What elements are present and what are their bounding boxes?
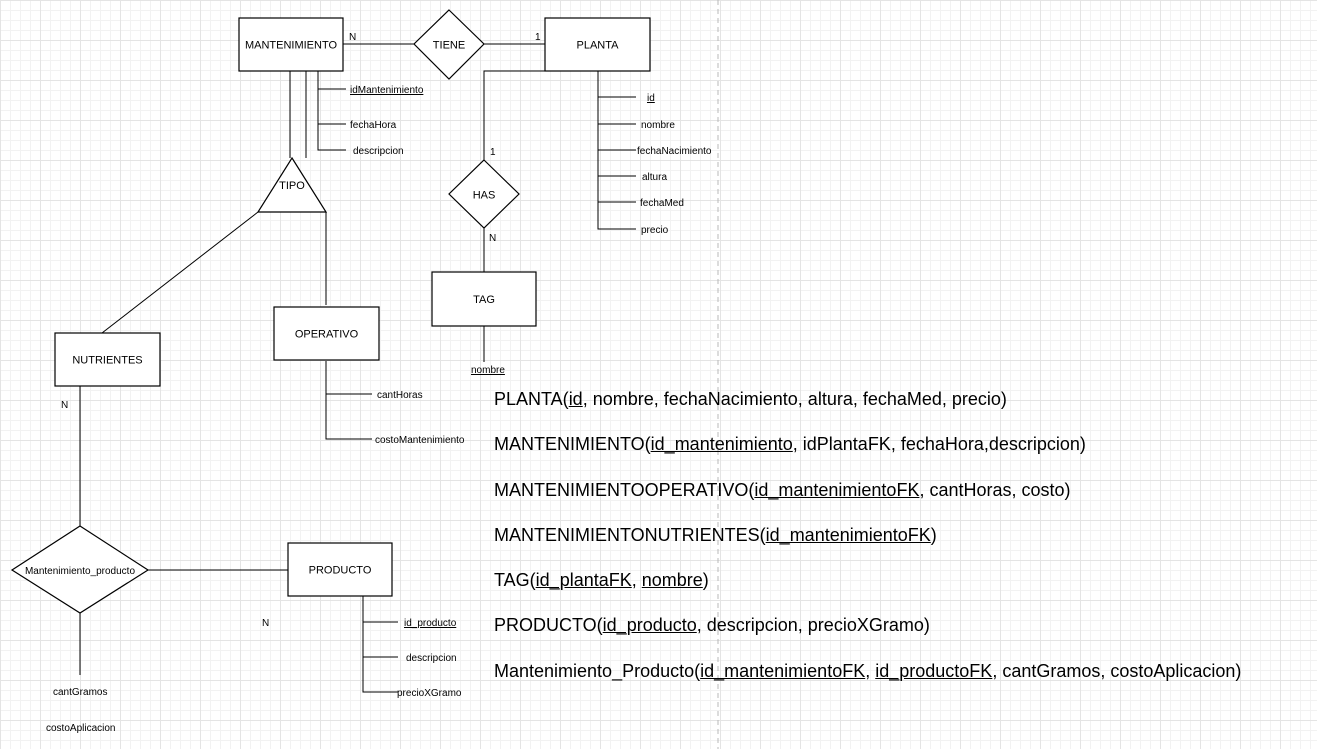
cardinality-producto-mp: N (262, 618, 269, 629)
schema-line-mantenimiento-nutrientes: MANTENIMIENTONUTRIENTES(id_mantenimiento… (494, 524, 1241, 547)
schema-key: id_mantenimientoFK (754, 479, 920, 500)
mantenimiento-attribute-lines (317, 71, 346, 151)
attribute: fechaNacimiento (637, 146, 712, 157)
schema-key: id (568, 389, 583, 409)
schema-text: , descripcion, precioXGramo) (696, 615, 930, 636)
schema-text: Mantenimiento_Producto( (494, 660, 701, 681)
planta-attribute-lines (597, 71, 636, 230)
attribute: altura (642, 172, 667, 183)
entity-operativo[interactable]: OPERATIVO (273, 306, 380, 361)
attribute: descripcion (353, 146, 404, 157)
attribute: costoAplicacion (46, 723, 115, 734)
schema-text: MANTENIMIENTONUTRIENTES( (494, 524, 766, 545)
attribute: descripcion (406, 653, 457, 664)
entity-nutrientes[interactable]: NUTRIENTES (54, 332, 161, 387)
cardinality-tiene-mantenimiento: N (349, 32, 356, 43)
schema-key: id_mantenimiento (650, 434, 793, 455)
attribute-key: idMantenimiento (350, 85, 424, 96)
attribute: fechaHora (350, 120, 397, 131)
relationship-has-label: HAS (473, 190, 496, 202)
attribute: nombre (641, 120, 675, 131)
schema-text: ) (930, 524, 937, 545)
relationship-mantenimiento-producto-label: Mantenimiento_producto (25, 566, 136, 577)
schema-text: , nombre, fechaNacimiento, altura, fecha… (582, 389, 1007, 409)
schema-text: PLANTA( (494, 389, 569, 409)
relationship-tiene[interactable]: TIENE (413, 9, 485, 80)
operativo-attribute-lines (325, 361, 372, 440)
schema-text: MANTENIMIENTO( (494, 434, 651, 455)
schema-text: , idPlantaFK, fechaHora,descripcion) (792, 434, 1086, 455)
entity-mantenimiento-label: MANTENIMIENTO (245, 40, 338, 52)
schema-line-mantenimiento-operativo: MANTENIMIENTOOPERATIVO(id_mantenimientoF… (494, 479, 1241, 502)
schema-text: PRODUCTO( (494, 615, 603, 636)
attribute-key: nombre (471, 365, 505, 376)
schema-key: id_mantenimientoFK (765, 524, 931, 545)
schema-key: id_producto (602, 615, 697, 636)
producto-attributes: id_producto descripcion precioXGramo (397, 618, 462, 699)
relationship-tipo[interactable]: TIPO (256, 156, 328, 213)
cardinality-labels: N 1 1 N N N (61, 32, 541, 629)
relationship-mantenimiento-producto[interactable]: Mantenimiento_producto (10, 525, 150, 614)
attribute: cantHoras (377, 390, 423, 401)
entity-producto[interactable]: PRODUCTO (287, 542, 393, 597)
schema-line-mantenimiento-producto: Mantenimiento_Producto(id_mantenimientoF… (494, 660, 1241, 683)
schema-line-tag: TAG(id_plantaFK, nombre) (494, 569, 1241, 592)
schema-key: nombre (641, 570, 703, 591)
relationship-tiene-label: TIENE (433, 40, 465, 52)
entity-planta[interactable]: PLANTA (544, 17, 651, 72)
edge-planta-has (483, 70, 575, 160)
schema-line-planta: PLANTA(id, nombre, fechaNacimiento, altu… (494, 388, 1241, 411)
cardinality-has-tag: N (489, 233, 496, 244)
entity-producto-label: PRODUCTO (309, 565, 372, 577)
attribute: fechaMed (640, 198, 684, 209)
tag-attributes: nombre (471, 365, 505, 376)
schema-key: id_mantenimientoFK (700, 660, 866, 681)
attribute: cantGramos (53, 687, 107, 698)
producto-attribute-lines (362, 596, 398, 693)
mantenimiento-producto-attributes: cantGramos costoAplicacion (46, 687, 115, 734)
cardinality-has-planta: 1 (490, 147, 496, 158)
relational-schema: PLANTA(id, nombre, fechaNacimiento, altu… (494, 388, 1241, 705)
schema-text: TAG( (494, 570, 536, 591)
attribute: precio (641, 225, 669, 236)
entity-tag[interactable]: TAG (431, 271, 537, 327)
entity-planta-label: PLANTA (577, 40, 620, 52)
attribute-key: id (647, 93, 655, 104)
attribute-key: id_producto (404, 618, 457, 629)
schema-text: MANTENIMIENTOOPERATIVO( (494, 479, 755, 500)
schema-line-mantenimiento: MANTENIMIENTO(id_mantenimiento, idPlanta… (494, 433, 1241, 456)
attribute: precioXGramo (397, 688, 462, 699)
planta-attributes: id nombre fechaNacimiento altura fechaMe… (637, 93, 712, 236)
mantenimiento-attributes: idMantenimiento fechaHora descripcion (350, 85, 424, 157)
relationship-tipo-label: TIPO (279, 180, 305, 192)
schema-key: id_plantaFK (535, 570, 632, 591)
operativo-attributes: cantHoras costoMantenimiento (375, 390, 465, 446)
attribute: costoMantenimiento (375, 435, 465, 446)
entity-operativo-label: OPERATIVO (295, 329, 359, 341)
schema-text: , (865, 660, 876, 681)
edge-tipo-nutrientes (101, 211, 259, 334)
entity-nutrientes-label: NUTRIENTES (72, 355, 142, 367)
schema-key: id_productoFK (875, 660, 993, 681)
cardinality-nutrientes-mp: N (61, 400, 68, 411)
schema-text: , cantHoras, costo) (919, 479, 1071, 500)
relationship-has[interactable]: HAS (448, 159, 520, 229)
cardinality-tiene-planta: 1 (535, 32, 541, 43)
schema-text: ) (702, 570, 709, 591)
entity-mantenimiento[interactable]: MANTENIMIENTO (238, 17, 344, 72)
schema-text: , (631, 570, 642, 591)
entity-tag-label: TAG (473, 294, 495, 306)
schema-text: , cantGramos, costoAplicacion) (992, 660, 1242, 681)
schema-line-producto: PRODUCTO(id_producto, descripcion, preci… (494, 614, 1241, 637)
